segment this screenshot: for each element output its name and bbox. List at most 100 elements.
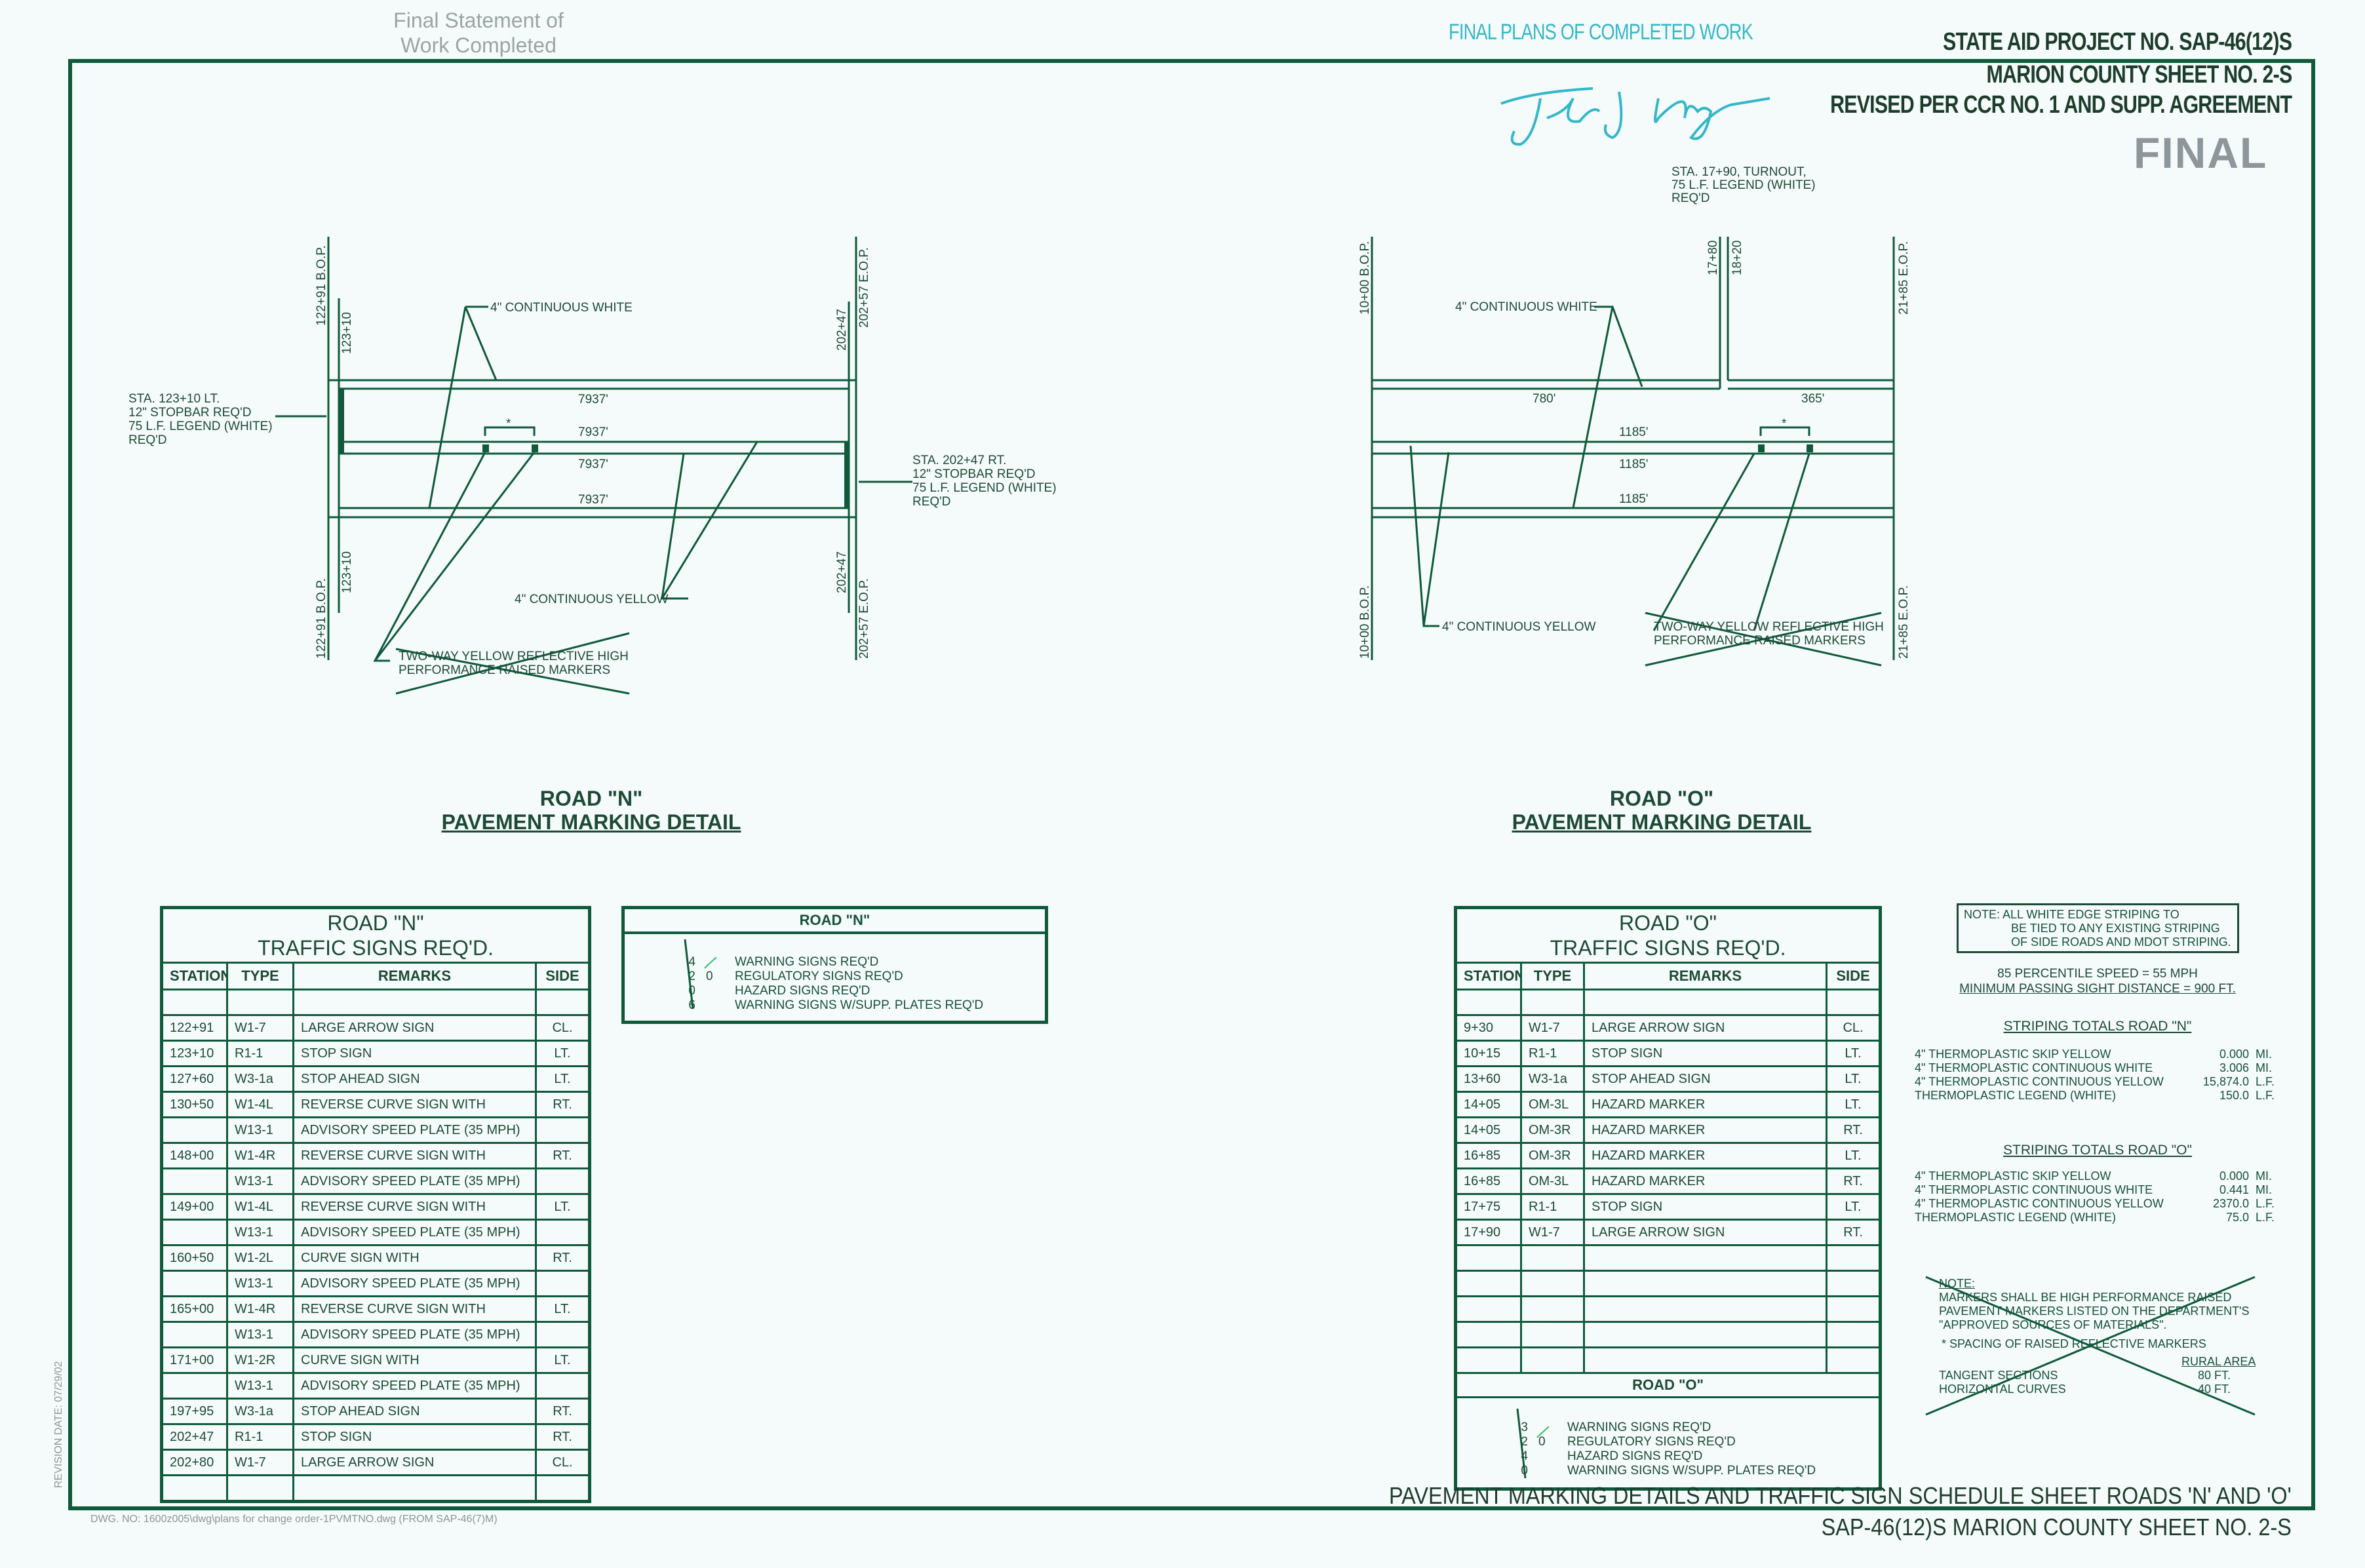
type-cell: W1-7 [1520, 1014, 1585, 1042]
svg-text:4" CONTINUOUS YELLOW: 4" CONTINUOUS YELLOW [1442, 620, 1596, 634]
type-cell: OM-3R [1520, 1142, 1585, 1169]
summary-correction: 0 [706, 970, 713, 983]
remarks-cell: LARGE ARROW SIGN [1583, 1219, 1828, 1246]
striping-value: 75.0 [2225, 1211, 2249, 1224]
svg-text:TWO-WAY YELLOW REFLECTIVE HIGH: TWO-WAY YELLOW REFLECTIVE HIGH [1654, 620, 1884, 634]
svg-text:365': 365' [1801, 392, 1824, 406]
side-cell: LT. [534, 1193, 591, 1221]
bop-label: 122+91 B.O.P. [315, 245, 328, 326]
side-cell: CL. [534, 1014, 591, 1042]
remarks-cell: REVERSE CURVE SIGN WITH [292, 1091, 537, 1118]
road-n-diagram: 122+91 B.O.P. 122+91 B.O.P. 123+10 123+1… [128, 237, 1057, 695]
bop-label: 122+91 B.O.P. [315, 578, 328, 659]
road-n-subtitle: PAVEMENT MARKING DETAIL [441, 810, 741, 834]
start-label: 123+10 [340, 312, 354, 354]
road-o-title: ROAD "O" [1609, 787, 1714, 810]
type-cell: W1-4R [226, 1295, 294, 1323]
type-cell: OM-3L [1520, 1091, 1585, 1118]
svg-text:12" STOPBAR REQ'D: 12" STOPBAR REQ'D [128, 406, 251, 420]
striping-label: 4" THERMOPLASTIC CONTINUOUS WHITE [1915, 1183, 2153, 1196]
station-cell: 171+00 [161, 1346, 228, 1374]
station-cell: 197+95 [161, 1398, 228, 1425]
blank-row [1455, 1270, 1882, 1297]
svg-text:STA. 202+47 RT.: STA. 202+47 RT. [912, 454, 1006, 467]
striping-unit: L.F. [2256, 1075, 2275, 1088]
type-cell: W1-2L [226, 1244, 294, 1272]
remarks-cell: STOP SIGN [1583, 1193, 1828, 1221]
remarks-cell: ADVISORY SPEED PLATE (35 MPH) [292, 1219, 537, 1246]
side-cell: LT. [1825, 1040, 1882, 1067]
struck-out-note-x [1925, 1276, 2256, 1416]
col-side: SIDE [534, 962, 591, 990]
striping-label: 4" THERMOPLASTIC CONTINUOUS WHITE [1915, 1061, 2153, 1074]
type-cell: R1-1 [226, 1423, 294, 1451]
station-cell: 130+50 [161, 1091, 228, 1118]
type-cell: W1-4L [226, 1193, 294, 1221]
striping-label: 4" THERMOPLASTIC CONTINUOUS YELLOW [1915, 1075, 2164, 1088]
type-cell: W13-1 [226, 1321, 294, 1348]
side-cell: CL. [534, 1449, 591, 1476]
end-label: 202+47 [835, 309, 849, 351]
col-remarks: REMARKS [292, 962, 537, 990]
remarks-cell: STOP AHEAD SIGN [292, 1065, 537, 1093]
svg-text:18+20: 18+20 [1730, 241, 1744, 275]
station-cell: 202+80 [161, 1449, 228, 1476]
striping-unit: L.F. [2256, 1089, 2275, 1102]
remarks-cell: HAZARD MARKER [1583, 1091, 1828, 1118]
type-cell: W1-4R [226, 1142, 294, 1169]
side-cell: LT. [534, 1065, 591, 1093]
striping-label: 4" THERMOPLASTIC CONTINUOUS YELLOW [1915, 1197, 2164, 1210]
svg-text:REQ'D: REQ'D [1671, 191, 1710, 205]
blank-row [1455, 1346, 1882, 1374]
side-cell: LT. [534, 1295, 591, 1323]
length-label: 7937' [578, 493, 608, 507]
type-cell: W13-1 [226, 1372, 294, 1400]
type-cell: R1-1 [1520, 1193, 1585, 1221]
remarks-cell: LARGE ARROW SIGN [1583, 1014, 1828, 1042]
markers-label: TWO-WAY YELLOW REFLECTIVE HIGH [399, 650, 629, 663]
side-cell [534, 1219, 591, 1246]
type-cell: W13-1 [226, 1116, 294, 1144]
type-cell: W1-2R [226, 1346, 294, 1374]
raised-marker [482, 444, 489, 452]
station-cell: 9+30 [1455, 1014, 1522, 1042]
type-cell: W3-1a [1520, 1065, 1585, 1093]
blank-row [1455, 1295, 1882, 1323]
svg-text:75 L.F. LEGEND (WHITE): 75 L.F. LEGEND (WHITE) [912, 481, 1057, 495]
type-cell: W1-7 [1520, 1219, 1585, 1246]
remarks-cell: ADVISORY SPEED PLATE (35 MPH) [292, 1167, 537, 1195]
spacing-mark: * [506, 417, 511, 431]
side-cell: LT. [1825, 1142, 1882, 1169]
final-plans-stamp: FINAL PLANS OF COMPLETED WORK [1449, 20, 1753, 45]
station-cell: 16+85 [1455, 1167, 1522, 1195]
striping-value: 0.441 [2219, 1183, 2249, 1196]
striping-value: 15,874.0 [2202, 1075, 2249, 1088]
type-cell: W1-7 [226, 1449, 294, 1476]
station-cell: 149+00 [161, 1193, 228, 1221]
summary-title: ROAD "N" [625, 909, 1045, 934]
type-cell: W13-1 [226, 1219, 294, 1246]
blank-row [1455, 1321, 1882, 1348]
length-label: 7937' [578, 393, 608, 406]
remarks-cell: STOP AHEAD SIGN [292, 1398, 537, 1425]
